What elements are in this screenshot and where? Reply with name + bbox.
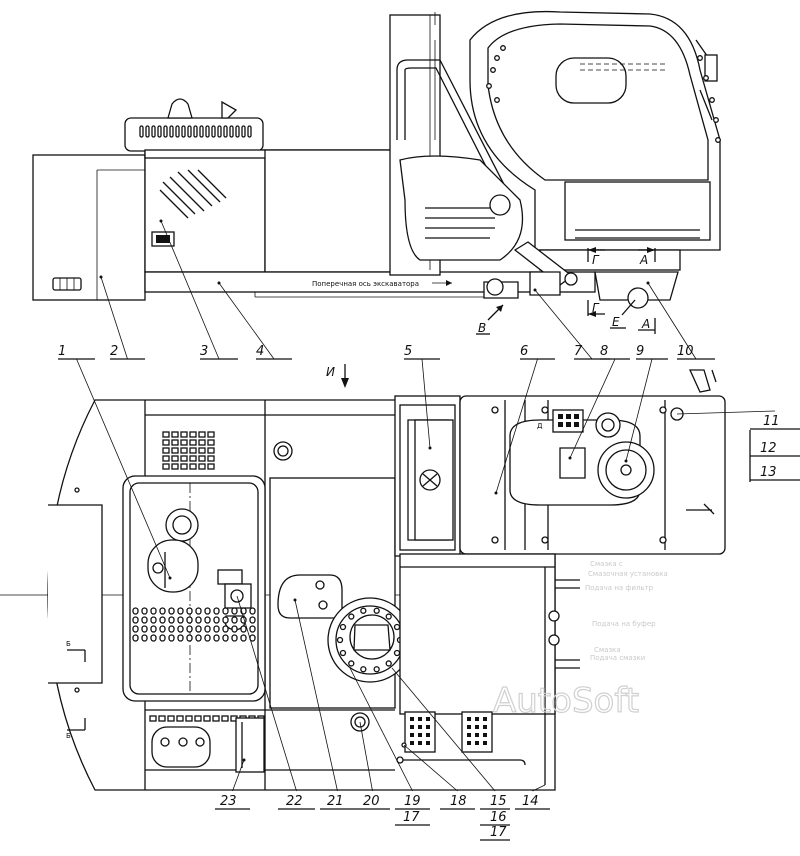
svg-text:А: А [639,253,648,267]
cab-lower-panel [564,181,711,241]
callout-2: 2 [110,344,118,359]
exhaust-cap [167,98,193,119]
callout-19: 19 [404,794,421,809]
cab-side-mirror [704,54,718,82]
section-marker-b-lower: Б [66,718,86,740]
control-panel [552,409,584,433]
callout-11: 11 [763,414,780,429]
joystick-left [595,412,621,438]
callout-10: 10 [677,344,694,359]
seat-knob [489,194,511,216]
faint-note: Подача на фильтр [585,584,654,592]
view-marker-g-lower: Г [587,300,605,317]
cab-rivets [486,45,721,143]
axis-label: Поперечная ось экскаватора [312,280,419,288]
callout-9: 9 [636,344,644,359]
svg-text:Г: Г [592,253,600,267]
engine-hood [144,149,266,273]
counterweight-recess [48,504,103,684]
callout-22: 22 [286,794,303,809]
svg-text:Б: Б [66,732,71,740]
callout-7: 7 [574,344,583,359]
callout-15: 15 [490,794,507,809]
top-view: Б Б [0,369,726,791]
air-intake [221,100,238,119]
view-marker-a-lower: А [638,317,656,334]
callout-leaders [58,220,800,841]
callout-17: 17 [490,825,507,840]
counterweight-slots [52,277,82,291]
pedal-rod [400,759,526,766]
platform-body [264,149,401,273]
boom-support [399,553,556,715]
view-marker-e: Е [610,299,636,329]
air-filter [165,508,199,542]
seat-top [559,447,586,479]
section-marker-b-upper: Б [66,640,86,662]
side-view: Поперечная ось экскаватора [32,10,721,335]
fuel-tank-cap [147,539,199,593]
hydraulic-pump [277,574,343,619]
hood-vent-louvers [159,169,227,219]
callout-14: 14 [522,794,539,809]
counterweight [32,154,146,301]
view-marker-g-upper: Г [587,247,605,267]
svg-text:Е: Е [612,315,620,329]
slewing-ring [327,597,413,683]
callout-16: 16 [490,810,507,825]
svg-text:В: В [478,321,486,335]
tool-box [235,717,265,773]
callout-12: 12 [760,441,777,456]
faint-note: Смазка [594,646,621,654]
radiator [414,419,454,541]
handrail [396,59,513,201]
faint-note: Подача на буфер [592,620,656,628]
view-arrow-i: И [326,364,349,388]
callout-17: 17 [403,810,420,825]
view-marker-v: В [476,304,504,335]
cab-top-rivets [491,406,667,544]
callout-3: 3 [200,344,208,359]
engine-cover [122,475,266,702]
valve-block [217,569,243,585]
panel-switches [558,414,579,427]
watermark-logo: AutoSoft [493,681,639,721]
callout-1: 1 [58,344,66,359]
view-marker-a-upper: А [638,247,656,267]
platform-frame [144,271,596,293]
callout-23: 23 [220,794,237,809]
svg-text:И: И [326,365,335,379]
grease-point-upper [548,610,560,622]
callout-5: 5 [404,344,412,359]
filler-cap [273,441,293,461]
cab-window [487,23,709,181]
faint-note: Смазочная установка [588,570,668,578]
cab-bracket [594,271,679,301]
svg-text:А: А [641,317,650,331]
grease-point-lower [548,634,560,646]
callout-21: 21 [327,794,344,809]
section-marker-d: Д [537,422,543,430]
callout-8: 8 [600,344,608,359]
svg-text:Б: Б [66,640,71,648]
callout-4: 4 [256,344,264,359]
grille-mid [132,607,256,642]
callout-20: 20 [363,794,380,809]
callout-6: 6 [520,344,528,359]
faint-note: Подача смазки [590,654,645,662]
svg-text:Г: Г [592,301,600,315]
faint-note: Смазка с [590,560,623,568]
hood-grille-slats [139,125,252,138]
rearview-mirror [555,57,627,104]
battery-box [151,726,211,768]
callout-18: 18 [450,794,467,809]
grille-upper [162,431,215,470]
valve-body [224,583,252,609]
callout-13: 13 [760,465,777,480]
